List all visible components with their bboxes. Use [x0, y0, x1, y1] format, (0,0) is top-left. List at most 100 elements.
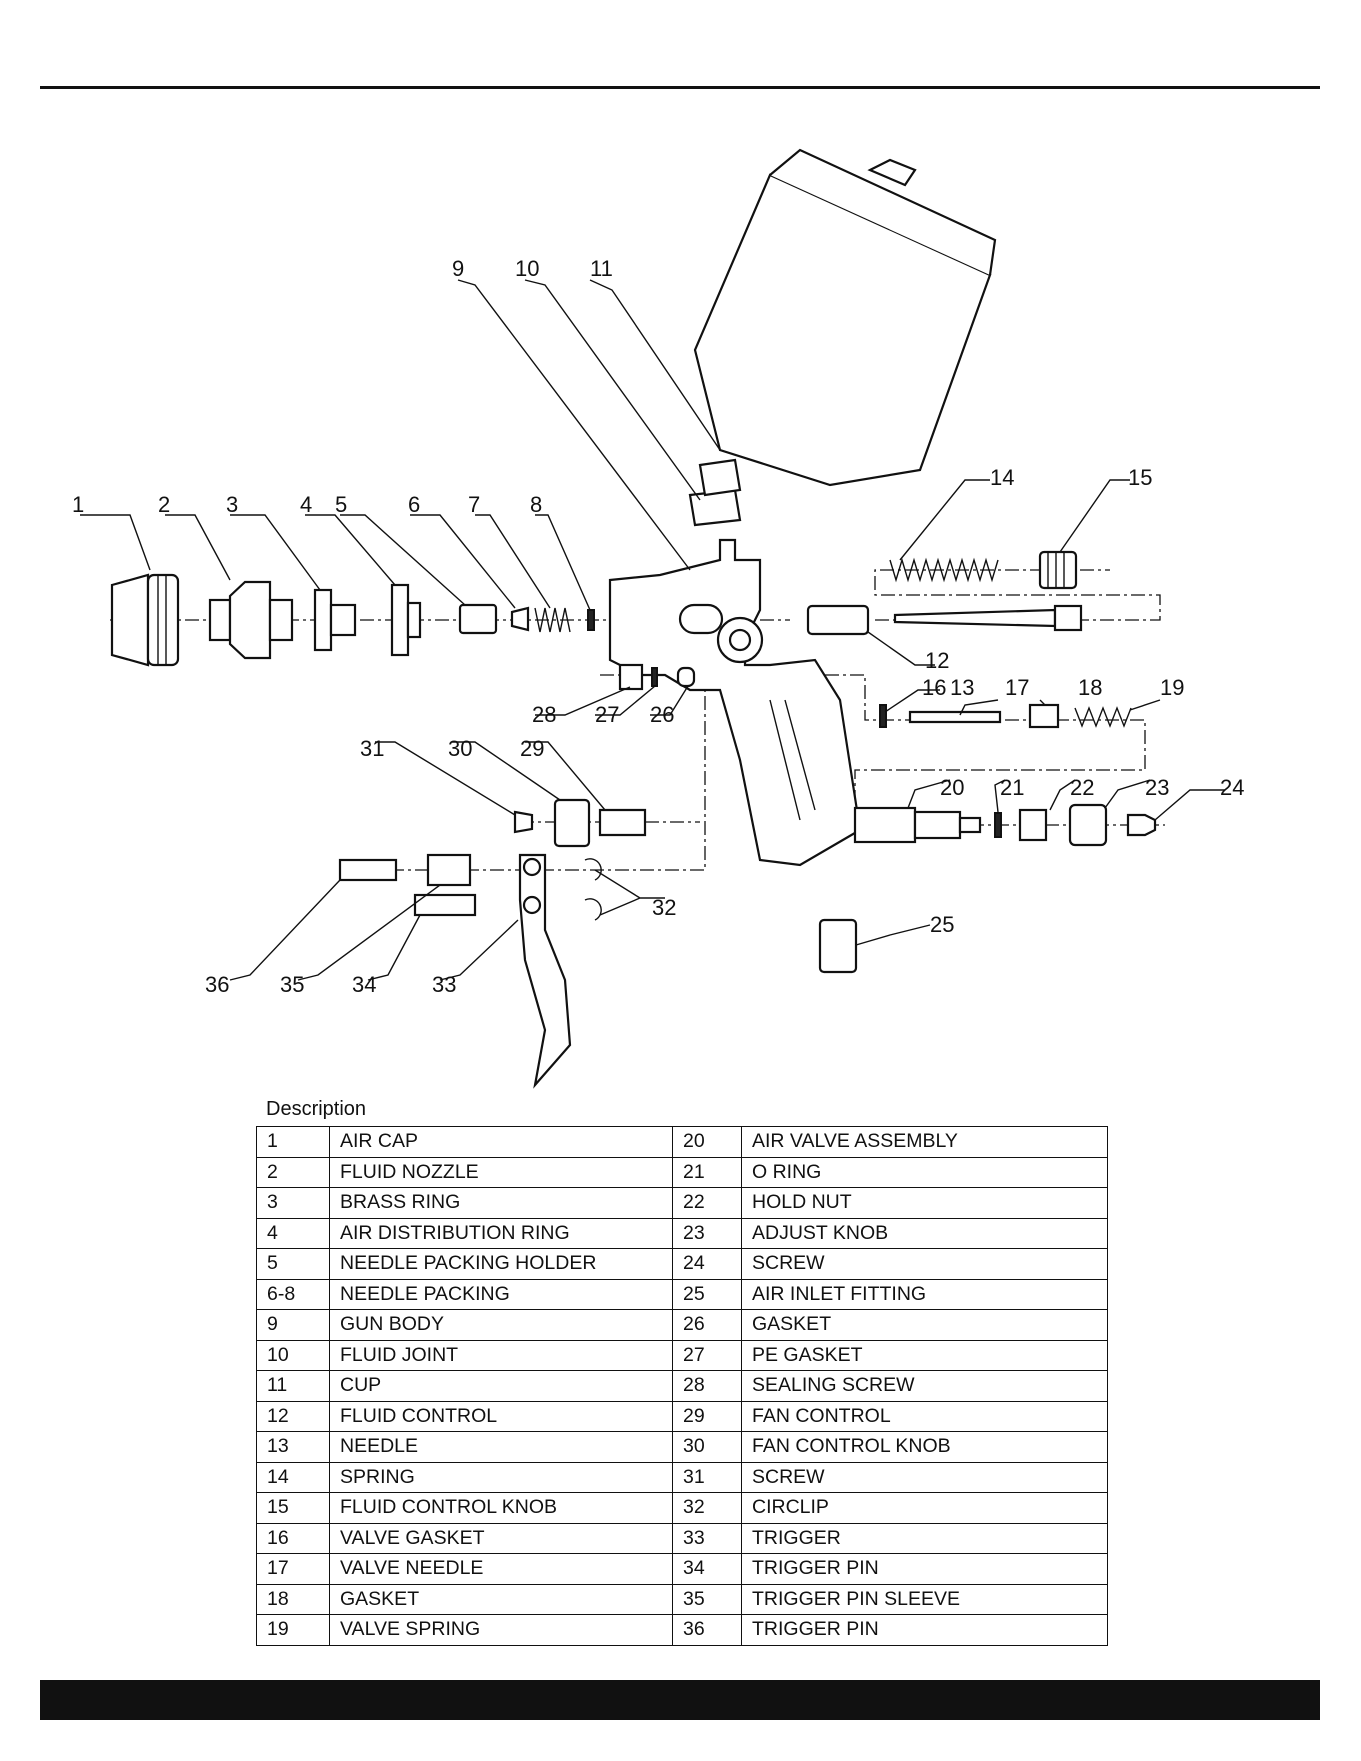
- callout-23: 23: [1145, 775, 1169, 800]
- part-fan-control: [513, 798, 647, 848]
- callout-25: 25: [930, 912, 954, 937]
- part-name: AIR CAP: [329, 1126, 673, 1158]
- part-number: 12: [256, 1400, 330, 1432]
- callout-24: 24: [1220, 775, 1244, 800]
- part-number: 9: [256, 1309, 330, 1341]
- part-name: AIR VALVE ASSEMBLY: [741, 1126, 1108, 1158]
- part-sealing-group: [618, 663, 696, 691]
- part-number: 32: [672, 1492, 742, 1524]
- callout-29: 29: [520, 736, 544, 761]
- part-number: 10: [256, 1339, 330, 1371]
- callout-21: 21: [1000, 775, 1024, 800]
- part-name: NEEDLE PACKING HOLDER: [329, 1248, 673, 1280]
- callout-11: 11: [590, 256, 613, 281]
- part-fluid-control: [806, 604, 870, 636]
- part-name: GASKET: [329, 1583, 673, 1615]
- part-name: NEEDLE: [329, 1431, 673, 1463]
- part-number: 2: [256, 1156, 330, 1188]
- callout-33: 33: [432, 972, 456, 997]
- footer-bar: [40, 1680, 1320, 1720]
- part-name: FLUID NOZZLE: [329, 1156, 673, 1188]
- part-name: SPRING: [329, 1461, 673, 1493]
- part-valve-group: [879, 703, 1132, 729]
- callout-1: 1: [72, 492, 84, 517]
- part-number: 13: [256, 1431, 330, 1463]
- callout-16: 16: [922, 675, 946, 700]
- part-name: GUN BODY: [329, 1309, 673, 1341]
- part-name: BRASS RING: [329, 1187, 673, 1219]
- part-needle: [893, 604, 1083, 632]
- pin-axis-line: [340, 670, 706, 871]
- part-name: HOLD NUT: [741, 1187, 1108, 1219]
- part-name: O RING: [741, 1156, 1108, 1188]
- part-spring: [889, 557, 999, 583]
- callout-32: 32: [652, 895, 676, 920]
- part-number: 21: [672, 1156, 742, 1188]
- part-name: FAN CONTROL: [741, 1400, 1108, 1432]
- callout-15: 15: [1128, 465, 1152, 490]
- part-number: 30: [672, 1431, 742, 1463]
- callout-7: 7: [468, 492, 480, 517]
- part-number: 36: [672, 1614, 742, 1646]
- part-name: VALVE GASKET: [329, 1522, 673, 1554]
- part-name: FLUID JOINT: [329, 1339, 673, 1371]
- part-air-inlet-fitting: [818, 918, 858, 974]
- part-needle-packing-holder: [458, 603, 498, 635]
- part-name: CIRCLIP: [741, 1492, 1108, 1524]
- part-number: 16: [256, 1522, 330, 1554]
- callout-31: 31: [360, 736, 384, 761]
- callout-30: 30: [448, 736, 472, 761]
- part-name: GASKET: [741, 1309, 1108, 1341]
- part-name: CUP: [329, 1370, 673, 1402]
- part-gun-body: [608, 538, 862, 867]
- top-rule: [40, 86, 1320, 89]
- part-name: VALVE SPRING: [329, 1614, 673, 1646]
- part-name: SEALING SCREW: [741, 1370, 1108, 1402]
- callout-36: 36: [205, 972, 229, 997]
- part-number: 22: [672, 1187, 742, 1219]
- part-brass-ring: [313, 588, 357, 652]
- callout-9: 9: [452, 256, 464, 281]
- part-number: 33: [672, 1522, 742, 1554]
- part-number: 20: [672, 1126, 742, 1158]
- part-number: 15: [256, 1492, 330, 1524]
- part-number: 3: [256, 1187, 330, 1219]
- part-name: NEEDLE PACKING: [329, 1278, 673, 1310]
- part-number: 23: [672, 1217, 742, 1249]
- part-cup: [693, 148, 997, 487]
- callout-35: 35: [280, 972, 304, 997]
- part-name: FLUID CONTROL KNOB: [329, 1492, 673, 1524]
- part-air-cap: [110, 573, 180, 667]
- part-name: SCREW: [741, 1248, 1108, 1280]
- callout-34: 34: [352, 972, 376, 997]
- part-number: 27: [672, 1339, 742, 1371]
- part-number: 1: [256, 1126, 330, 1158]
- callout-14: 14: [990, 465, 1014, 490]
- part-number: 28: [672, 1370, 742, 1402]
- callout-3: 3: [226, 492, 238, 517]
- part-name: PE GASKET: [741, 1339, 1108, 1371]
- callout-17: 17: [1005, 675, 1029, 700]
- part-name: FAN CONTROL KNOB: [741, 1431, 1108, 1463]
- callout-19: 19: [1160, 675, 1184, 700]
- part-fluid-control-knob: [1038, 550, 1078, 590]
- callout-10: 10: [515, 256, 539, 281]
- part-name: TRIGGER: [741, 1522, 1108, 1554]
- part-name: TRIGGER PIN: [741, 1614, 1108, 1646]
- callout-27: 27: [595, 702, 619, 727]
- callout-22: 22: [1070, 775, 1094, 800]
